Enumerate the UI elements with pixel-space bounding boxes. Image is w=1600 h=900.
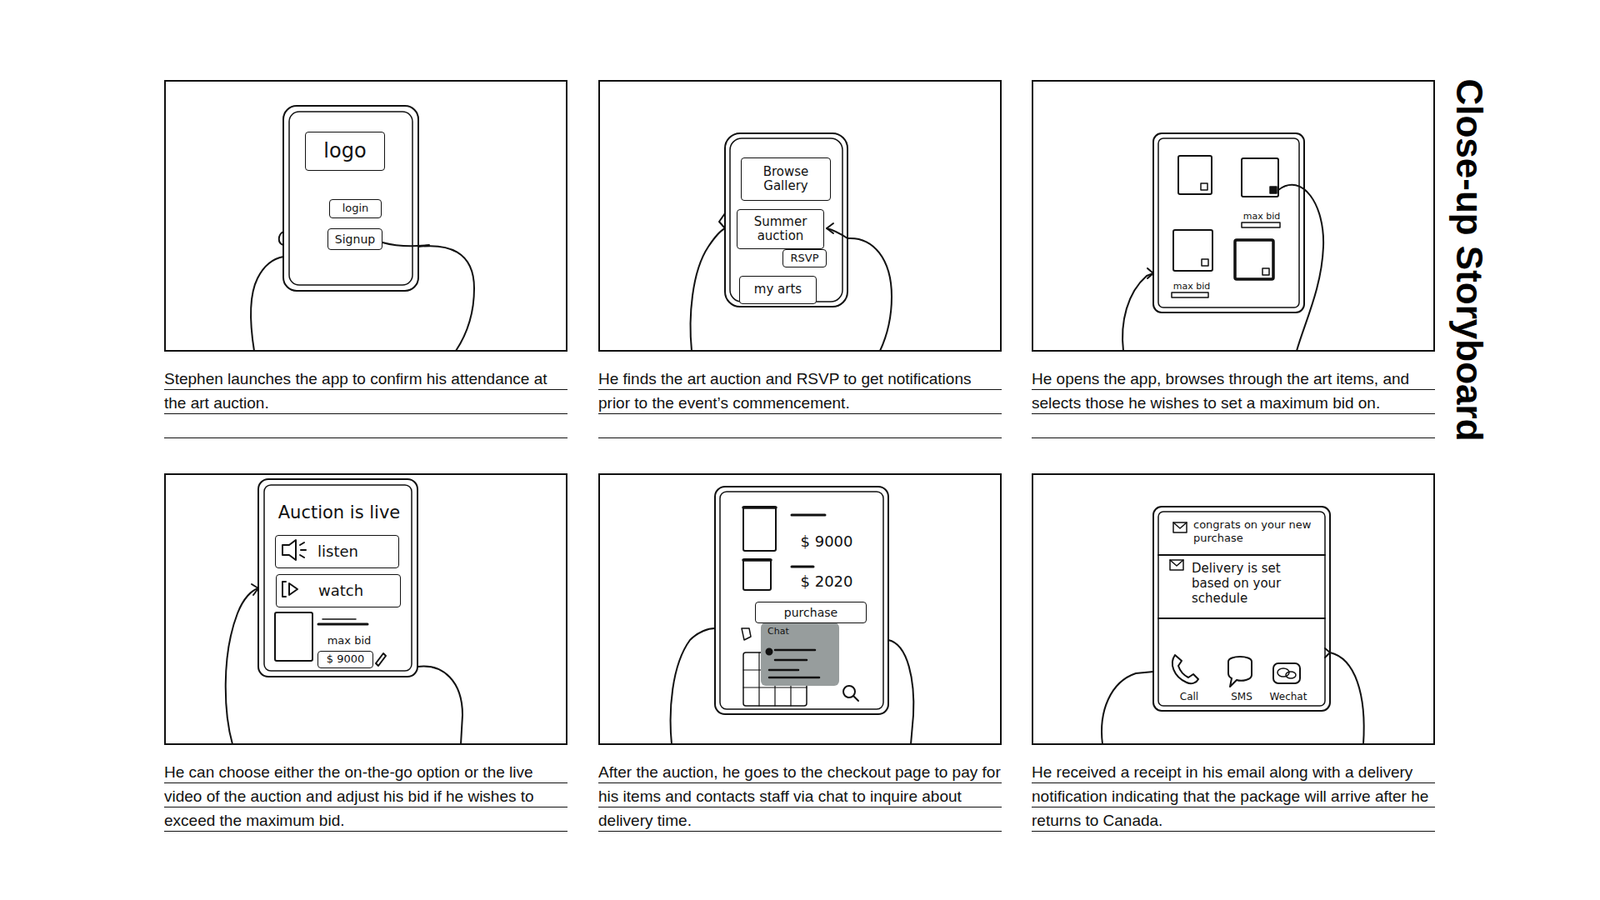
- sketch-label: $ 2020: [800, 572, 854, 591]
- chat-overlay: Chat: [762, 624, 841, 688]
- button-label: Summer auction: [741, 215, 820, 245]
- storyboard-panel: He finds the art auction and RSVP to get…: [598, 80, 1002, 352]
- panel-caption: He received a receipt in his email along…: [1031, 760, 1435, 833]
- sketch-label: SMS: [1230, 690, 1253, 703]
- sketch-label: Call: [1180, 690, 1199, 703]
- tablet-sketch: [1122, 133, 1324, 351]
- panel-caption: Stephen launches the app to confirm his …: [164, 366, 568, 440]
- sketch-label: max bid: [1173, 280, 1210, 292]
- panel-caption: He opens the app, browses through the ar…: [1031, 366, 1435, 440]
- sketch-label: Delivery is set based on your schedule: [1191, 560, 1321, 606]
- button-label: my arts: [754, 282, 802, 297]
- ui-button: logo: [305, 131, 385, 171]
- tablet-sketch: [1101, 506, 1365, 745]
- phone-sketch: [225, 479, 463, 745]
- ui-button: Summer auction: [736, 209, 825, 250]
- ui-button: Signup: [327, 228, 383, 250]
- button-label: $ 9000: [326, 653, 365, 666]
- button-label: login: [342, 202, 370, 215]
- button-label: listen: [317, 543, 359, 561]
- sketch-label: max bid: [1243, 210, 1280, 222]
- phone-sketch: [250, 105, 475, 351]
- storyboard-panel: He can choose either the on-the-go optio…: [164, 473, 568, 745]
- button-label: Chat: [767, 626, 790, 638]
- button-label: watch: [318, 582, 364, 600]
- ui-button: Browse Gallery: [740, 157, 831, 201]
- sketch-label: Wechat: [1270, 690, 1308, 703]
- ui-button: RSVP: [782, 249, 827, 268]
- ui-button: purchase: [755, 601, 867, 624]
- storyboard-title: Close-up Storyboard: [1448, 78, 1490, 441]
- panel-caption: He finds the art auction and RSVP to get…: [598, 366, 1002, 440]
- sketch-label: max bid: [327, 634, 372, 648]
- storyboard-panel: He opens the app, browses through the ar…: [1031, 80, 1435, 352]
- sketch-label: congrats on your new purchase: [1193, 518, 1319, 545]
- button-label: Signup: [335, 232, 375, 246]
- ui-button: login: [329, 199, 382, 219]
- sketch-label: Auction is live: [278, 502, 401, 524]
- panel-caption: He can choose either the on-the-go optio…: [164, 760, 568, 833]
- ui-button: watch: [275, 574, 401, 608]
- button-label: Browse Gallery: [745, 165, 826, 195]
- button-label: logo: [323, 140, 366, 164]
- storyboard-panel: After the auction, he goes to the checko…: [598, 473, 1002, 745]
- panel-caption: After the auction, he goes to the checko…: [598, 760, 1002, 833]
- storyboard-panel: Stephen launches the app to confirm his …: [164, 80, 568, 352]
- storyboard-panel: He received a receipt in his email along…: [1031, 473, 1435, 745]
- ui-button: $ 9000: [317, 650, 374, 669]
- sketch-label: $ 9000: [800, 532, 854, 551]
- ui-button: my arts: [739, 275, 817, 305]
- phone-sketch: [690, 133, 892, 351]
- button-label: purchase: [784, 605, 838, 620]
- ui-button: listen: [275, 535, 400, 569]
- button-label: RSVP: [790, 252, 819, 265]
- tablet-sketch: [670, 486, 915, 745]
